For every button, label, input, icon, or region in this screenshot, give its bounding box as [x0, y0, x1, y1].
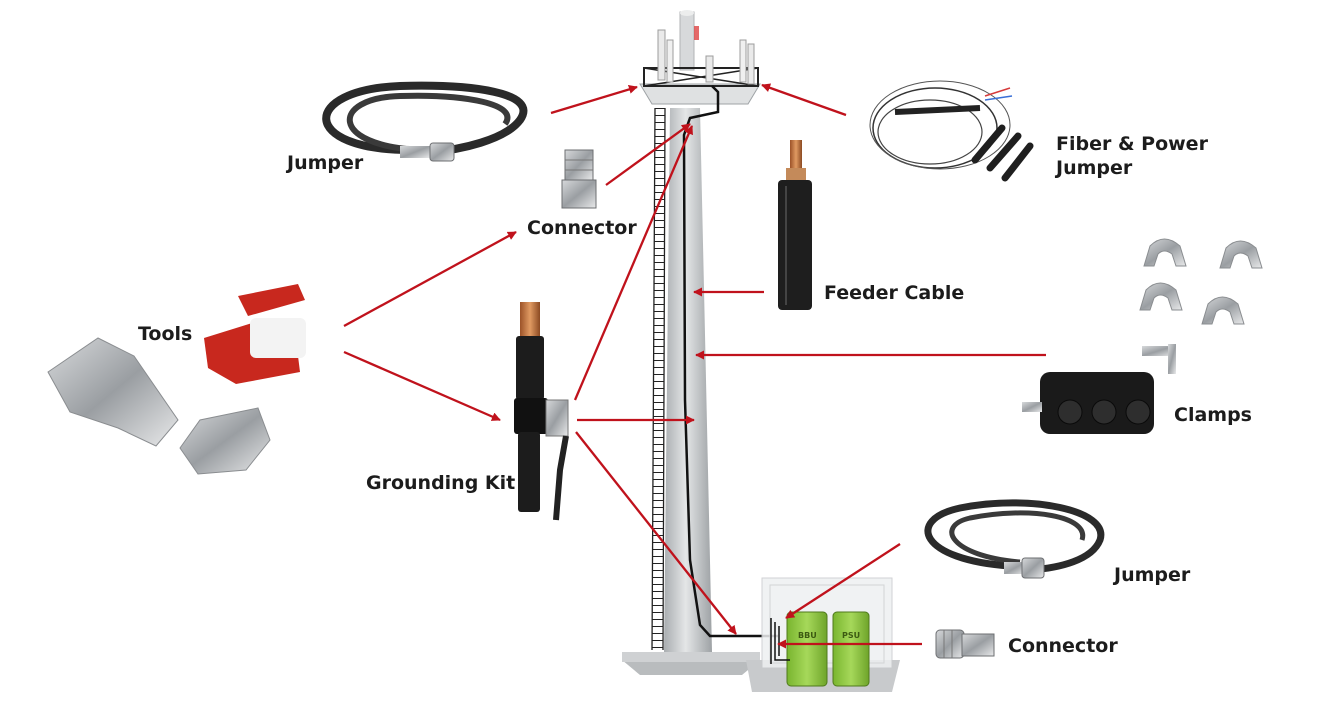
arrow-connector-to-tower [605, 123, 691, 186]
tower-ladder [651, 107, 666, 651]
clamps-image [1022, 238, 1263, 434]
label-connector-top: Connector [527, 217, 637, 239]
tools-image [47, 284, 306, 475]
connector-bottom-image [935, 629, 995, 659]
tower [622, 10, 778, 675]
tower-mast-top [679, 11, 695, 71]
bbu-label: BBU [798, 631, 817, 640]
psu-module [832, 611, 870, 687]
label-connector-bottom: Connector [1008, 635, 1118, 657]
label-fiber-power-jumper: Fiber & Power Jumper [1056, 132, 1208, 180]
equipment-cabinet: BBU PSU [746, 577, 900, 692]
tower-base-plate [622, 660, 760, 675]
label-clamps: Clamps [1174, 404, 1252, 426]
tower-feeder-run [682, 85, 778, 638]
tower-pole [664, 108, 712, 652]
bbu-module [786, 611, 828, 687]
label-tools: Tools [138, 323, 193, 345]
label-fiber-power-line1: Fiber & Power [1056, 133, 1208, 155]
arrow-grounding-to-cabinet [575, 431, 737, 635]
label-grounding-kit: Grounding Kit [366, 472, 516, 494]
label-jumper-bottom: Jumper [1114, 564, 1191, 586]
label-fiber-power-line2: Jumper [1056, 157, 1133, 179]
fiber-power-jumper-image [869, 80, 1034, 182]
jumper-top-image [322, 81, 528, 162]
arrow-jumper-to-cabinet [785, 543, 901, 619]
psu-label: PSU [842, 631, 860, 640]
grounding-kit-image [514, 302, 569, 521]
arrow-grounding-to-tower-top [573, 125, 694, 401]
tower-platform [639, 83, 761, 105]
arrow-fiber-to-platform [761, 83, 847, 117]
arrow-jumper-to-platform [550, 85, 638, 115]
arrow-tools-to-grounding [343, 350, 501, 422]
arrows [343, 83, 1046, 649]
arrow-tools-to-connector [343, 230, 517, 328]
label-jumper-top: Jumper [287, 152, 364, 174]
connector-top-image [561, 149, 597, 209]
feeder-cable-image [778, 140, 812, 310]
jumper-bottom-image [924, 499, 1105, 579]
antenna-array [657, 26, 755, 85]
label-feeder-cable: Feeder Cable [824, 282, 965, 304]
